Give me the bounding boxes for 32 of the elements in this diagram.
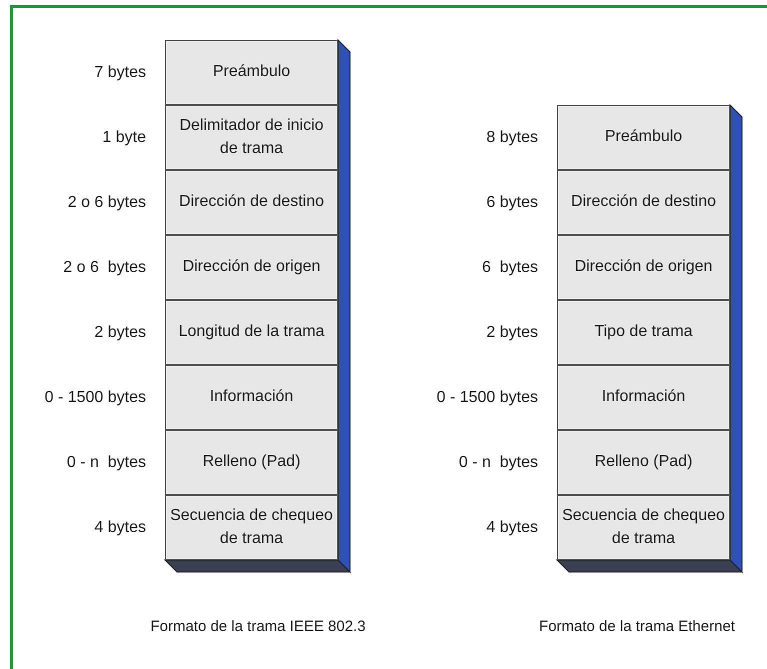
field-size: 7 bytes — [94, 62, 146, 82]
field-name: Relleno (Pad) — [202, 452, 300, 472]
field-name: Longitud de la trama — [178, 322, 324, 342]
field-name: Tipo de trama — [594, 322, 693, 342]
field-name: Secuencia de chequeo de trama — [562, 506, 725, 548]
field-size: 4 bytes — [94, 517, 146, 538]
field-name: Información — [602, 387, 686, 408]
field-size: 2 bytes — [486, 322, 538, 342]
field-name: Dirección de origen — [574, 257, 712, 278]
caption: Formato de la trama Ethernet — [539, 618, 735, 635]
field-size: 0 - n bytes — [458, 452, 538, 472]
field-name: Preámbulo — [212, 62, 290, 82]
field-size: 4 bytes — [486, 517, 538, 538]
field-size: 2 bytes — [94, 322, 146, 342]
field-size: 2 o 6 bytes — [68, 192, 146, 212]
caption: Formato de la trama IEEE 802.3 — [150, 618, 366, 635]
field-name: Dirección de destino — [179, 192, 324, 212]
field-name: Secuencia de chequeo de trama — [170, 506, 333, 548]
field-name: Información — [210, 387, 294, 408]
field-size: 0 - n bytes — [66, 452, 146, 472]
field-size: 8 bytes — [486, 127, 538, 148]
field-name: Dirección de origen — [182, 257, 320, 278]
field-size: 2 o 6 bytes — [63, 257, 146, 278]
field-name: Delimitador de inicio de trama — [178, 116, 325, 158]
field-size: 6 bytes — [486, 192, 538, 212]
field-name: Relleno (Pad) — [594, 452, 692, 472]
field-size: 6 bytes — [482, 257, 538, 278]
field-size: 0 - 1500 bytes — [436, 387, 538, 408]
field-name: Dirección de destino — [571, 192, 716, 212]
field-name: Preámbulo — [604, 127, 682, 148]
field-size: 0 - 1500 bytes — [44, 387, 146, 408]
field-size: 1 byte — [102, 127, 146, 148]
